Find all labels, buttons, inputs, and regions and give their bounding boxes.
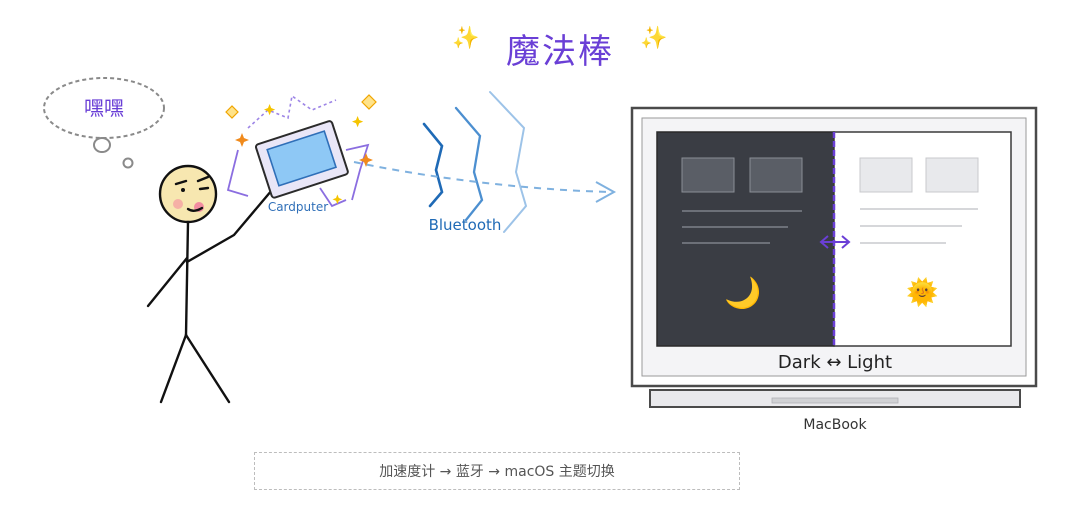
stick-figure-arm-right [185, 188, 274, 264]
sun-icon: 🌞 [906, 278, 939, 308]
sparkle-star [352, 116, 364, 128]
dark-window-thumbnail [749, 157, 803, 193]
signal-arrow [353, 161, 617, 203]
diagram-title: 魔法棒 [506, 32, 614, 72]
mode-caption: Dark ↔ Light [777, 352, 893, 373]
device-label: Cardputer [267, 200, 329, 214]
sparkle-diamond [361, 94, 377, 110]
title-sparkle-left-icon: ✨ [452, 26, 480, 51]
cardputer-device [254, 120, 349, 199]
sparkle-star [359, 153, 373, 167]
light-window-thumbnail [859, 157, 913, 193]
stick-figure-leg-right [184, 333, 231, 404]
sparkle-star [332, 194, 343, 205]
crescent-moon-icon: 🌙 [724, 276, 762, 311]
macbook [630, 106, 1038, 408]
signal-arrow-line [353, 161, 613, 193]
thought-bubble-dot-small [122, 157, 134, 169]
sparkle-diamond [225, 105, 239, 119]
stick-figure-brow-right [196, 175, 210, 183]
title-sparkle-right-icon: ✨ [640, 26, 668, 51]
macbook-trackpad-notch [771, 397, 899, 404]
bluetooth-label: Bluetooth [428, 216, 502, 234]
stick-figure-eye-right [198, 186, 210, 191]
stick-figure-leg-left [159, 333, 188, 404]
dark-window-thumbnail [681, 157, 735, 193]
magic-swirl-line [319, 187, 347, 208]
thought-bubble [43, 77, 165, 169]
bluetooth-waves [422, 91, 528, 233]
bluetooth-wave-middle [454, 106, 484, 222]
flow-description-box: 加速度计 → 蓝牙 → macOS 主题切换 [254, 452, 740, 490]
signal-arrow-head [595, 181, 617, 203]
sparkle-star [264, 104, 276, 116]
magic-swirl-line [345, 143, 370, 201]
cardputer-screen [266, 130, 338, 187]
stick-figure-blush [173, 199, 183, 209]
swap-arrow-icon [819, 235, 851, 249]
laptop-label: MacBook [803, 417, 867, 433]
bluetooth-wave-inner [422, 122, 444, 208]
thought-bubble-text: 嘿嘿 [84, 96, 124, 120]
stick-figure-mouth [186, 206, 204, 212]
thought-bubble-dot-large [93, 137, 111, 153]
bluetooth-wave-outer [489, 91, 528, 233]
stick-figure-head [158, 164, 218, 224]
light-window-thumbnail [925, 157, 979, 193]
magic-effects [225, 94, 377, 208]
magic-swirl-line [226, 149, 249, 197]
stick-figure-eye-left [181, 188, 185, 192]
sparkle-star [235, 133, 249, 147]
stick-figure [146, 164, 274, 404]
stick-figure-brow-left [174, 179, 188, 186]
stick-figure-body [184, 220, 190, 337]
stick-figure-arm-left [146, 256, 189, 308]
flow-description-text: 加速度计 → 蓝牙 → macOS 主题切换 [379, 464, 615, 480]
